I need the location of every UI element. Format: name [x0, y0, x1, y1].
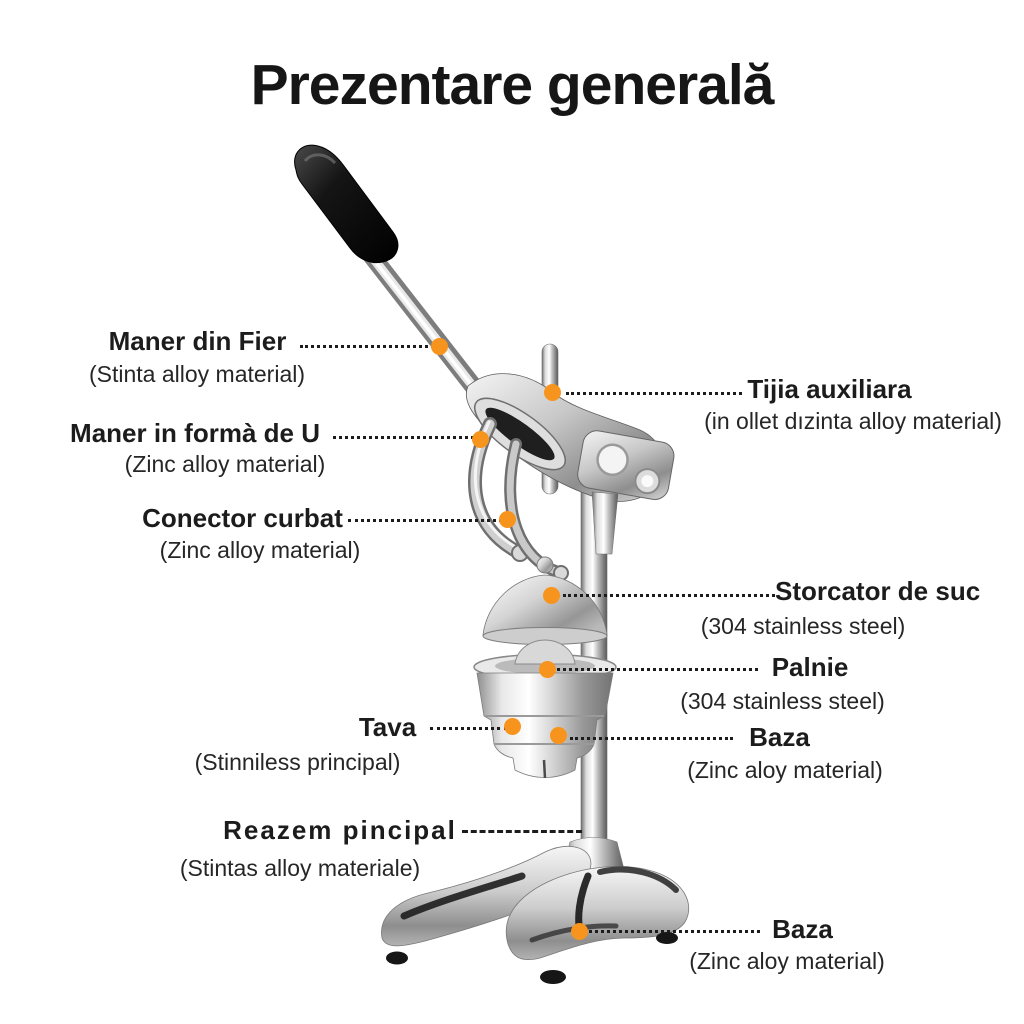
- callout-dot-baza-jos: [571, 923, 588, 940]
- linkage-head: [466, 373, 675, 555]
- label-reazem-principal-material: (Stintas alloy materiale): [179, 855, 421, 881]
- callout-dot-baza-mijloc: [550, 727, 567, 744]
- label-baza-mijloc: Baza: [749, 722, 810, 752]
- label-maner-forma-u-material: (Zinc alloy material): [124, 451, 326, 477]
- label-palnie-material: (304 stainless steel): [680, 688, 885, 714]
- label-reazem-principal: Reazem pincipal: [223, 815, 457, 845]
- base-stand: [381, 837, 690, 984]
- rubber-foot: [540, 970, 566, 984]
- label-palnie: Palnie: [771, 652, 849, 682]
- label-baza-jos-material: (Zinc aloy material): [689, 948, 885, 974]
- callout-dot-tava: [504, 718, 521, 735]
- pivot-bolt: [596, 443, 629, 477]
- collection-cup: [476, 672, 614, 779]
- callout-dot-conector-curbat: [499, 511, 516, 528]
- label-storcator-de-suc-material: (304 stainless steel): [700, 613, 906, 639]
- callout-dot-tija-auxiliara: [544, 384, 561, 401]
- page-title: Prezentare generală: [250, 53, 775, 117]
- label-maner-din-fier-material: (Stinta alloy material): [88, 361, 306, 387]
- leader-line-storcator: [563, 594, 775, 597]
- lever-arm: [355, 237, 493, 409]
- pressing-cone: [482, 556, 608, 645]
- leader-line-palnie: [557, 668, 758, 671]
- rubber-foot: [386, 951, 408, 965]
- leader-line-baza-mijloc: [570, 737, 733, 740]
- label-maner-din-fier: Maner din Fier: [108, 326, 287, 356]
- handle-grip: [294, 144, 399, 264]
- leader-line-baza-jos: [589, 930, 760, 933]
- leader-line-maner-forma-u: [333, 436, 474, 439]
- leader-line-conector-curbat: [348, 519, 502, 522]
- leader-line-reazem-principal: [462, 830, 582, 833]
- label-baza-jos: Baza: [772, 914, 833, 944]
- label-baza-mijloc-material: (Zinc aloy material): [687, 757, 883, 783]
- label-tija-auxiliara: Tijia auxiliara: [747, 374, 912, 404]
- label-conector-curbat: Conector curbat: [142, 503, 343, 533]
- callout-dot-maner-forma-u: [472, 431, 489, 448]
- callout-dot-storcator: [543, 587, 560, 604]
- label-conector-curbat-material: (Zinc alloy material): [159, 537, 361, 563]
- callout-dot-palnie: [539, 661, 556, 678]
- label-tava-material: (Stinniless principal): [194, 749, 401, 775]
- leader-line-tava: [430, 727, 507, 730]
- label-storcator-de-suc: Storcator de suc: [775, 576, 981, 606]
- label-maner-forma-u: Maner in formà de U: [70, 418, 320, 448]
- rubber-foot: [656, 932, 678, 944]
- label-tava: Tava: [358, 712, 417, 742]
- leader-line-tija-auxiliara: [566, 392, 742, 395]
- leader-line-maner-din-fier: [300, 345, 434, 348]
- label-tija-auxiliara-material: (in ollet dızinta alloy material): [704, 408, 1002, 434]
- callout-dot-maner-din-fier: [431, 338, 448, 355]
